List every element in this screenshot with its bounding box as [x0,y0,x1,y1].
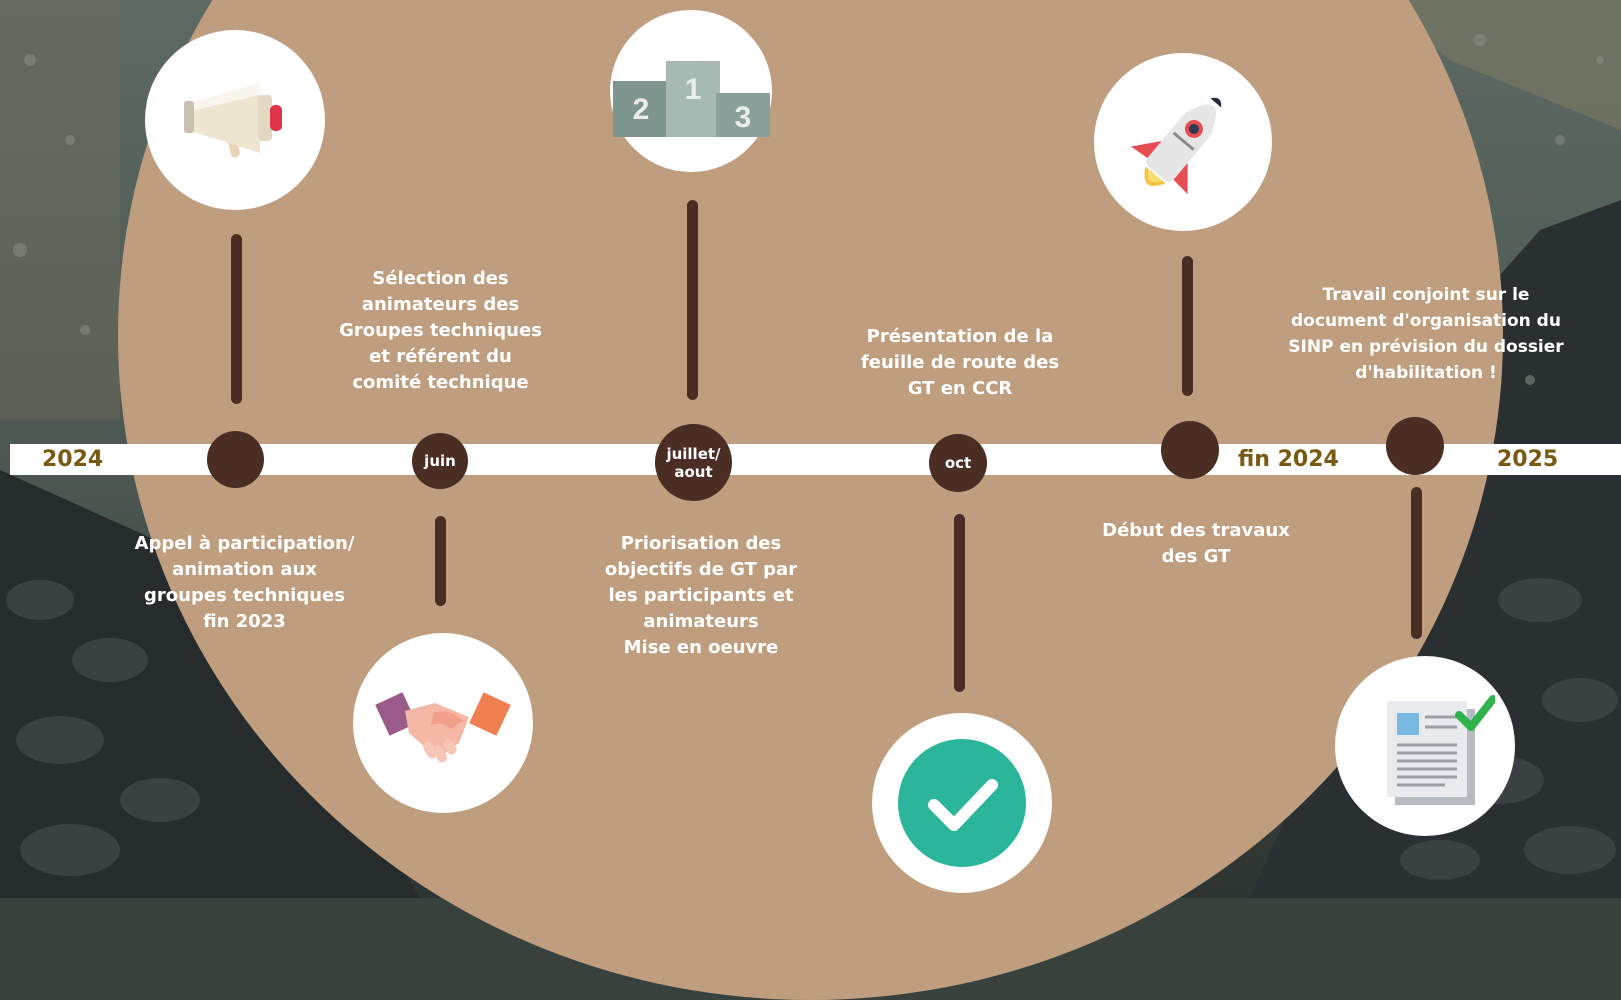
podium-icon: 2 1 3 [613,61,770,137]
megaphone-disc [145,30,325,210]
megaphone-icon [184,83,282,158]
marker-label-juin: juin [424,452,456,470]
year-label-mid: fin 2024 [1238,447,1339,472]
stem-travail [1411,487,1422,639]
document-check-icon [1387,695,1495,805]
year-label-end: 2025 [1497,447,1559,472]
stem-appel [231,234,242,404]
checkmark-icon [898,739,1026,867]
timeline-node-juillet-aout: juillet/ aout [655,424,732,501]
timeline-node-2025 [1386,417,1444,475]
stem-presentation [954,514,965,692]
milestone-debut: Début des travaux des GT [1102,520,1290,567]
milestone-travail: Travail conjoint sur le document d'organ… [1288,285,1564,383]
podium-third: 3 [735,101,752,134]
timeline-node-juin: juin [412,433,468,489]
rocket-disc [1094,53,1272,231]
stem-debut [1182,256,1193,396]
podium-disc: 2 1 3 [610,10,772,172]
stem-selection [435,516,446,606]
handshake-disc [353,633,533,813]
year-label-start: 2024 [42,447,104,472]
podium-second: 2 [633,93,650,126]
timeline-bar [10,444,1621,475]
handshake-icon [375,692,511,763]
marker-label-juillet-aout: juillet/ aout [666,444,721,481]
timeline-node-2024 [207,431,264,488]
milestone-priorisation: Priorisation des objectifs de GT par les… [604,533,798,658]
milestone-selection: Sélection des animateurs des Groupes tec… [339,268,542,393]
milestone-appel: Appel à participation/ animation aux gro… [134,533,355,632]
marker-label-oct: oct [944,454,972,472]
check-disc [872,713,1052,893]
milestone-presentation: Présentation de la feuille de route des … [860,326,1060,399]
timeline-node-oct: oct [929,434,987,492]
timeline-node-fin-2024 [1161,421,1219,479]
document-disc [1335,656,1515,836]
rocket-icon [1130,97,1222,195]
stem-priorisation [687,200,698,400]
podium-first: 1 [685,73,702,106]
